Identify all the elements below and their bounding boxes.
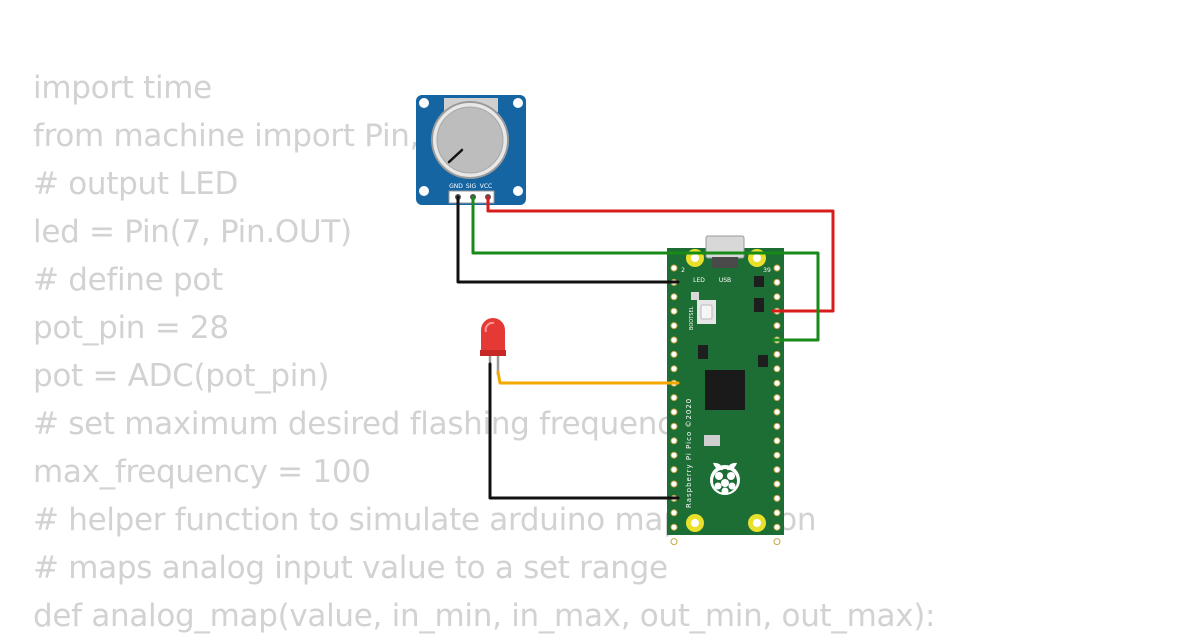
wire-led-anode-gp7[interactable] bbox=[496, 370, 680, 385]
pot-label-gnd: GND bbox=[449, 183, 463, 190]
code-line: # set maximum desired flashing frequency bbox=[33, 406, 692, 442]
pin-label-39: 39 bbox=[763, 267, 771, 274]
pot-label-vcc: VCC bbox=[480, 183, 492, 190]
mount-pad-hole bbox=[753, 254, 761, 262]
chip-small bbox=[758, 355, 768, 367]
mount-pad-hole bbox=[691, 519, 699, 527]
led-highlight bbox=[484, 321, 495, 333]
code-line: led = Pin(7, Pin.OUT) bbox=[33, 214, 352, 250]
code-line: max_frequency = 100 bbox=[33, 454, 371, 490]
usb-connector-inner bbox=[712, 257, 738, 268]
header-pin[interactable] bbox=[773, 437, 781, 445]
header-pin[interactable] bbox=[773, 408, 781, 416]
pot-label-sig: SIG bbox=[466, 183, 477, 190]
led-rim bbox=[480, 350, 506, 356]
chip-small bbox=[698, 345, 708, 359]
pin-label-2: 2 bbox=[681, 267, 685, 274]
potentiometer-module[interactable]: GND SIG VCC bbox=[416, 95, 526, 205]
header-pin[interactable] bbox=[773, 422, 781, 430]
chip-small bbox=[754, 276, 764, 287]
mount-hole bbox=[419, 186, 429, 196]
header-pin[interactable] bbox=[670, 523, 678, 531]
bootsel-button[interactable] bbox=[700, 304, 713, 320]
led-label: LED bbox=[693, 277, 705, 284]
code-line: from machine import Pin, ADC bbox=[33, 118, 495, 154]
code-listing: import time from machine import Pin, ADC #… bbox=[33, 64, 935, 640]
header-pin[interactable] bbox=[670, 350, 678, 358]
header-pin[interactable] bbox=[670, 336, 678, 344]
header-pin[interactable] bbox=[773, 394, 781, 402]
mount-hole bbox=[419, 98, 429, 108]
header-pin[interactable] bbox=[670, 322, 678, 330]
header-pin[interactable] bbox=[773, 480, 781, 488]
code-line: def analog_map(value, in_min, in_max, ou… bbox=[33, 598, 936, 634]
header-pin[interactable] bbox=[670, 451, 678, 459]
code-line: # helper function to simulate arduino ma… bbox=[33, 502, 817, 538]
header-pin[interactable] bbox=[670, 365, 678, 373]
header-pin[interactable] bbox=[670, 422, 678, 430]
header-pin[interactable] bbox=[773, 264, 781, 272]
header-pin[interactable] bbox=[773, 350, 781, 358]
usb-connector[interactable] bbox=[705, 235, 745, 259]
wire-led-cathode-gnd[interactable] bbox=[488, 362, 680, 500]
header-pin[interactable] bbox=[773, 379, 781, 387]
knob[interactable] bbox=[436, 106, 504, 174]
header-pin[interactable] bbox=[670, 408, 678, 416]
code-line: import time bbox=[33, 70, 212, 106]
mount-pad-hole bbox=[753, 519, 761, 527]
header-pin[interactable] bbox=[670, 394, 678, 402]
header-pin[interactable] bbox=[670, 466, 678, 474]
usb-label: USB bbox=[719, 277, 731, 284]
header-pin[interactable] bbox=[773, 494, 781, 502]
mount-hole bbox=[513, 98, 523, 108]
code-line: # maps analog input value to a set range bbox=[33, 550, 668, 586]
header-pin[interactable] bbox=[773, 293, 781, 301]
onboard-led bbox=[691, 292, 699, 300]
flash-chip bbox=[704, 435, 720, 446]
header-pin[interactable] bbox=[670, 509, 678, 517]
bootsel-label: BOOTSEL bbox=[689, 306, 695, 330]
header-pin[interactable] bbox=[773, 523, 781, 531]
header-pin[interactable] bbox=[670, 437, 678, 445]
header-pin[interactable] bbox=[773, 365, 781, 373]
header-pin[interactable] bbox=[773, 466, 781, 474]
header-pin[interactable] bbox=[670, 264, 678, 272]
rp2040-chip bbox=[705, 370, 745, 410]
header-pin[interactable] bbox=[773, 451, 781, 459]
header-pin[interactable] bbox=[670, 293, 678, 301]
header-pin[interactable] bbox=[773, 538, 781, 546]
wire-pot-sig-gp28[interactable] bbox=[471, 195, 820, 342]
header-pin[interactable] bbox=[670, 307, 678, 315]
code-line: pot_pin = 28 bbox=[33, 310, 229, 346]
header-pin[interactable] bbox=[670, 480, 678, 488]
code-line: # output LED bbox=[33, 166, 239, 202]
header-pin[interactable] bbox=[773, 322, 781, 330]
code-line: # define pot bbox=[33, 262, 223, 298]
header-pin[interactable] bbox=[670, 538, 678, 546]
raspberry-logo bbox=[710, 462, 740, 495]
header-pin[interactable] bbox=[773, 278, 781, 286]
board-text: Raspberry Pi Pico ©2020 bbox=[685, 398, 693, 508]
raspberry-pi-pico[interactable]: USB LED 2 39 BOOTSEL Raspberry Pi Pico ©… bbox=[667, 235, 784, 546]
knob-indicator bbox=[447, 148, 464, 164]
mount-pad-hole bbox=[691, 254, 699, 262]
code-line: pot = ADC(pot_pin) bbox=[33, 358, 330, 394]
mount-hole bbox=[513, 186, 523, 196]
red-led[interactable] bbox=[480, 318, 506, 375]
wire-pot-vcc-power[interactable] bbox=[486, 195, 835, 313]
wire-pot-gnd[interactable] bbox=[456, 195, 680, 284]
header-pin[interactable] bbox=[773, 509, 781, 517]
chip-small bbox=[754, 298, 764, 312]
